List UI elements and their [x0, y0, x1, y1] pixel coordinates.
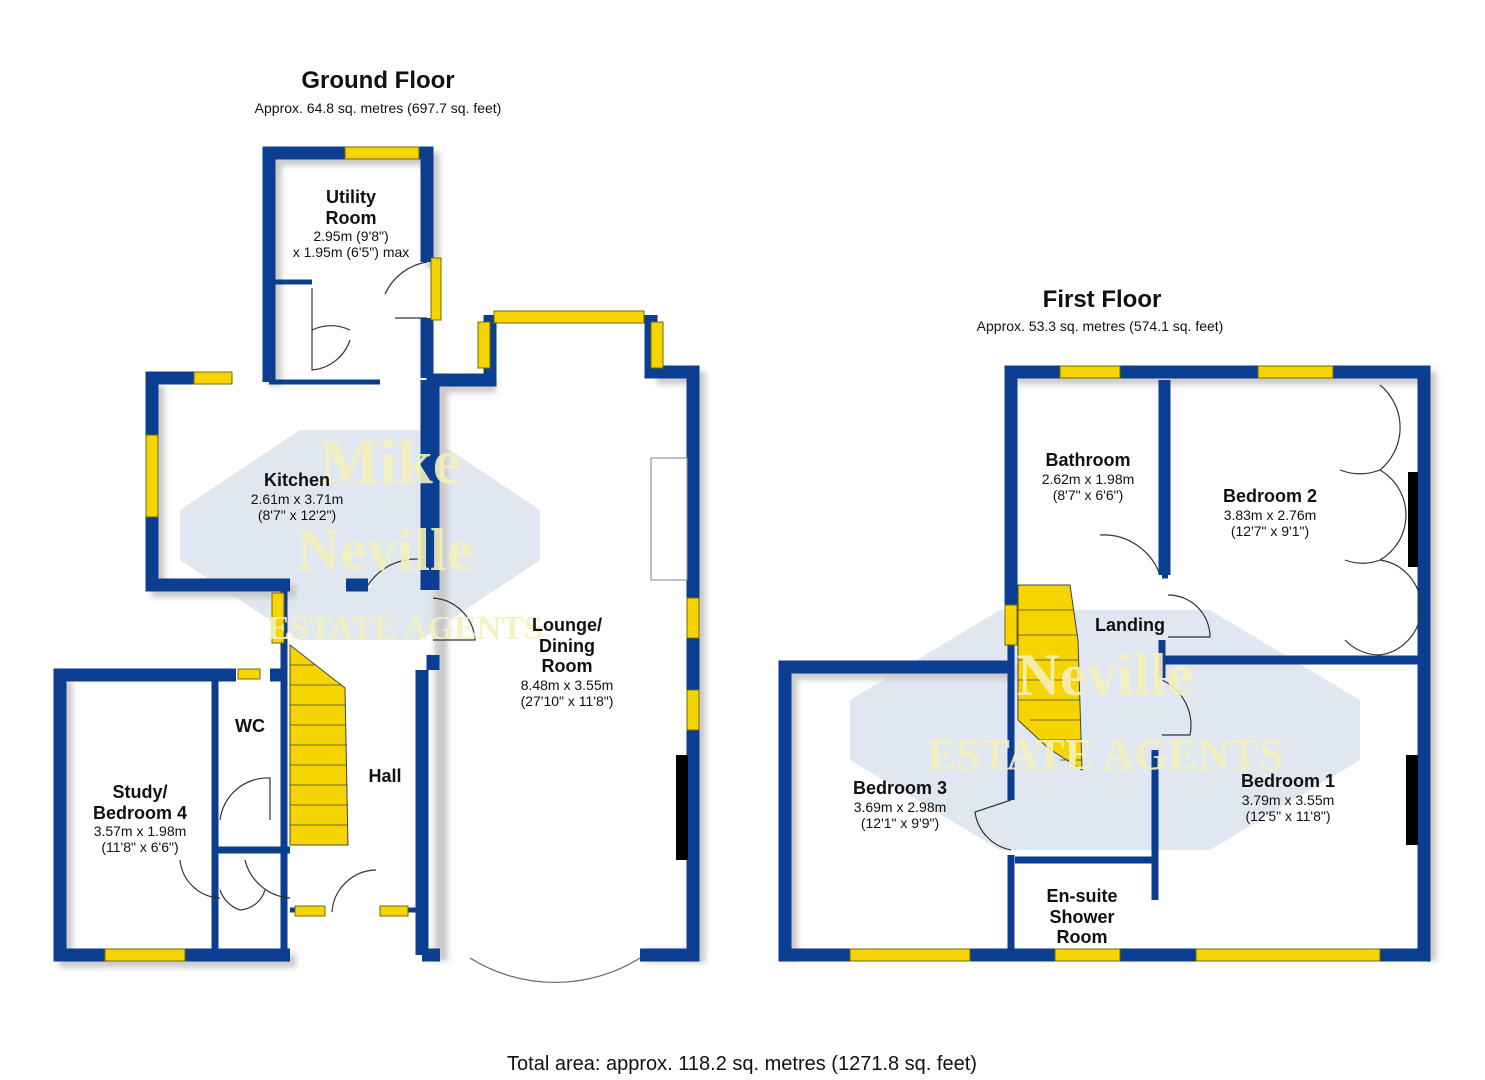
room-bedroom3-dim-1: 3.69m x 2.98m	[853, 798, 947, 815]
room-bathroom-name: Bathroom	[1045, 450, 1131, 470]
ground-floor-stairs	[289, 643, 349, 846]
lounge-fireplace	[676, 755, 688, 860]
room-bedroom1-name: Bedroom 1	[1240, 771, 1336, 791]
room-bedroom2-name: Bedroom 2	[1222, 486, 1318, 506]
room-bedroom1-dim-2: (12'5" x 11'8")	[1245, 807, 1331, 824]
room-utility-dim-1: 2.95m (9'8")	[313, 228, 389, 245]
room-ensuite-name-1: En-suite	[1046, 886, 1118, 906]
ground-floor-title: Ground Floor	[301, 67, 455, 94]
room-bedroom3: Bedroom 3 3.69m x 2.98m (12'1" x 9'9")	[820, 778, 980, 831]
room-bathroom: Bathroom 2.62m x 1.98m (8'7" x 6'6")	[1013, 450, 1163, 503]
room-bedroom3-name: Bedroom 3	[852, 778, 948, 798]
room-study-dim-1: 3.57m x 1.98m	[93, 823, 187, 840]
room-study-name-1: Study/	[112, 782, 168, 802]
room-bathroom-dim-1: 2.62m x 1.98m	[1041, 470, 1135, 487]
room-lounge-name-2: Dining	[539, 635, 595, 656]
ground-floor-windows	[104, 146, 700, 962]
first-floor-area: Approx. 53.3 sq. metres (574.1 sq. feet)	[976, 318, 1224, 334]
room-hall: Hall	[355, 766, 415, 787]
watermark-text-line1: Mike	[318, 426, 462, 497]
room-ensuite-name-2: Shower	[1049, 906, 1115, 927]
room-utility-name-1: Utility	[325, 187, 376, 207]
room-ensuite: En-suite Shower Room	[1022, 886, 1142, 948]
first-floor-walls	[778, 365, 1437, 962]
room-kitchen-name: Kitchen	[263, 470, 330, 490]
room-kitchen: Kitchen 2.61m x 3.71m (8'7" x 12'2")	[217, 470, 377, 523]
room-bathroom-dim-2: (8'7" x 6'6")	[1052, 486, 1124, 503]
room-landing: Landing	[1080, 615, 1180, 636]
room-lounge-dim-1: 8.48m x 3.55m	[520, 677, 614, 694]
room-study: Study/ Bedroom 4 3.57m x 1.98m (11'8" x …	[65, 782, 215, 856]
ground-floor-area: Approx. 64.8 sq. metres (697.7 sq. feet)	[254, 100, 502, 116]
room-lounge-name-3: Room	[541, 656, 593, 677]
room-bedroom1: Bedroom 1 3.79m x 3.55m (12'5" x 11'8")	[1208, 771, 1368, 824]
watermark-text-line2-first: Neville	[1016, 642, 1194, 708]
room-bedroom2-dim-2: (12'7" x 9'1")	[1230, 522, 1310, 539]
room-wc-name: WC	[235, 716, 265, 736]
total-area: Total area: approx. 118.2 sq. metres (12…	[507, 1053, 977, 1075]
room-study-name-2: Bedroom 4	[92, 802, 188, 823]
watermark-text-line3-first: ESTATE AGENTS	[926, 730, 1284, 779]
first-floor-windows	[849, 365, 1381, 962]
room-hall-name: Hall	[368, 766, 402, 786]
room-ensuite-name-3: Room	[1056, 927, 1108, 948]
room-bedroom3-dim-2: (12'1" x 9'9")	[860, 814, 940, 831]
room-utility-dim-2: x 1.95m (6'5") max	[292, 244, 410, 261]
room-lounge-name-1: Lounge/	[532, 615, 602, 635]
bedroom2-radiator	[1408, 472, 1418, 567]
room-lounge-dim-2: (27'10" x 11'8")	[520, 693, 614, 710]
room-utility-name-2: Room	[325, 207, 377, 228]
room-bedroom2-dim-1: 3.83m x 2.76m	[1223, 506, 1317, 523]
ground-floor-doors	[179, 261, 688, 984]
room-utility: Utility Room 2.95m (9'8") x 1.95m (6'5")…	[270, 187, 432, 261]
room-landing-name: Landing	[1095, 615, 1165, 635]
room-study-dim-2: (11'8" x 6'6")	[101, 839, 179, 856]
watermark-text-line2: Neville	[296, 517, 474, 583]
room-lounge: Lounge/ Dining Room 8.48m x 3.55m (27'10…	[487, 615, 647, 709]
first-floor-doors	[974, 384, 1422, 851]
room-bedroom2: Bedroom 2 3.83m x 2.76m (12'7" x 9'1")	[1190, 486, 1350, 539]
first-floor-title: First Floor	[1042, 286, 1162, 313]
bedroom1-radiator	[1406, 755, 1418, 845]
room-wc: WC	[220, 716, 280, 737]
watermark-text-line3: ESTATE AGENTS	[267, 610, 543, 647]
room-kitchen-dim-1: 2.61m x 3.71m	[250, 490, 344, 507]
room-kitchen-dim-2: (8'7" x 12'2")	[257, 506, 337, 523]
room-bedroom1-dim-1: 3.79m x 3.55m	[1241, 791, 1335, 808]
first-floor-stairs	[1017, 584, 1083, 771]
